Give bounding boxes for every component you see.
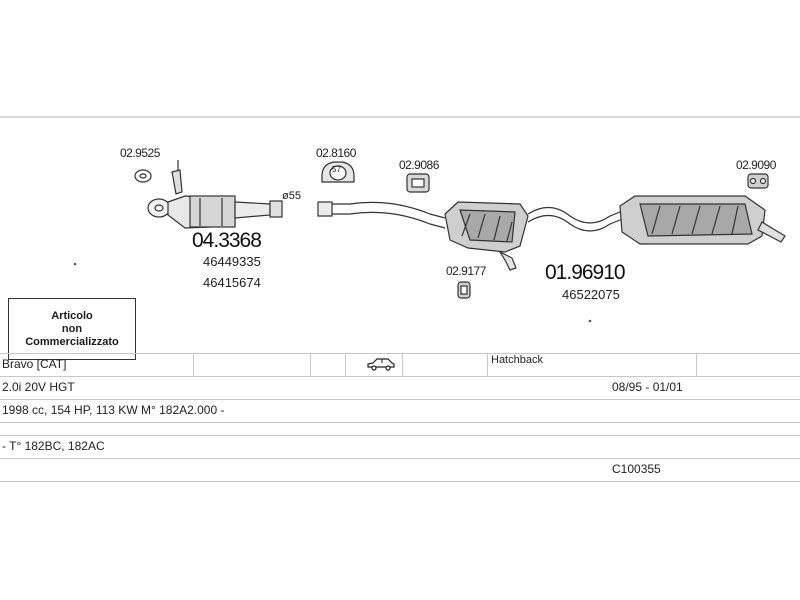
rear-silencer	[619, 195, 786, 245]
specs-cell: 1998 cc, 154 HP, 113 KW M° 182A2.000 -	[2, 403, 225, 417]
note-line: Commercializzato	[25, 335, 119, 348]
table-row-catalog: C100355	[0, 458, 800, 482]
clamp-02-9086	[406, 173, 430, 193]
years-cell: 08/95 - 01/01	[612, 380, 683, 394]
table-row-model: Bravo [CAT] Hatchback	[0, 353, 800, 376]
hanger-02-9090	[747, 173, 769, 189]
part-code-02-8160[interactable]: 02.8160	[316, 146, 356, 160]
diameter-label: ø55	[282, 190, 301, 202]
part-code-02-9525[interactable]: 02.9525	[120, 146, 160, 160]
hatchback-car-icon	[366, 357, 396, 379]
not-commercialized-note: Articolo non Commercializzato	[8, 298, 136, 360]
vehicle-info-table: Bravo [CAT] Hatchback 2.0i 20V HGT 08/95…	[0, 353, 800, 482]
model-cell: Bravo [CAT]	[2, 357, 67, 371]
catalog-number-cell: C100355	[612, 462, 661, 476]
part-code-02-9177[interactable]: 02.9177	[446, 264, 486, 278]
type-codes-cell: - T° 182BC, 182AC	[2, 439, 105, 453]
front-pipe-oem-2: 46415674	[203, 275, 261, 290]
table-row-spacer	[0, 422, 800, 435]
table-row-type-codes: - T° 182BC, 182AC	[0, 435, 800, 458]
column-divider	[487, 354, 488, 376]
body-type-cell: Hatchback	[491, 354, 543, 366]
gasket-size-label: 57	[332, 165, 341, 174]
column-divider	[402, 354, 403, 376]
column-divider	[193, 354, 194, 376]
gasket-02-9525	[134, 169, 152, 183]
column-divider	[696, 354, 697, 376]
gasket-02-8160	[321, 161, 355, 183]
front-pipe-oem-1: 46449335	[203, 254, 261, 269]
front-pipe-code[interactable]: 04.3368	[192, 229, 262, 252]
front-pipe-catalyst	[147, 160, 283, 229]
part-code-02-9086[interactable]: 02.9086	[399, 158, 439, 172]
rear-silencer-code[interactable]: 01.96910	[545, 261, 626, 284]
engine-cell: 2.0i 20V HGT	[2, 380, 75, 394]
hanger-02-9177	[457, 281, 471, 299]
frame-top-border	[0, 116, 800, 118]
note-line: non	[61, 322, 83, 335]
column-divider	[345, 354, 346, 376]
table-row-specs: 1998 cc, 154 HP, 113 KW M° 182A2.000 -	[0, 399, 800, 422]
part-code-02-9090[interactable]: 02.9090	[736, 158, 776, 172]
table-row-engine: 2.0i 20V HGT 08/95 - 01/01	[0, 376, 800, 399]
note-line: Articolo	[51, 309, 93, 322]
rear-silencer-oem: 46522075	[562, 287, 620, 302]
column-divider	[310, 354, 311, 376]
exhaust-diagram: Articolo non Commercializzato 02.9525 02…	[0, 118, 800, 360]
center-pipe-silencer	[317, 201, 626, 271]
